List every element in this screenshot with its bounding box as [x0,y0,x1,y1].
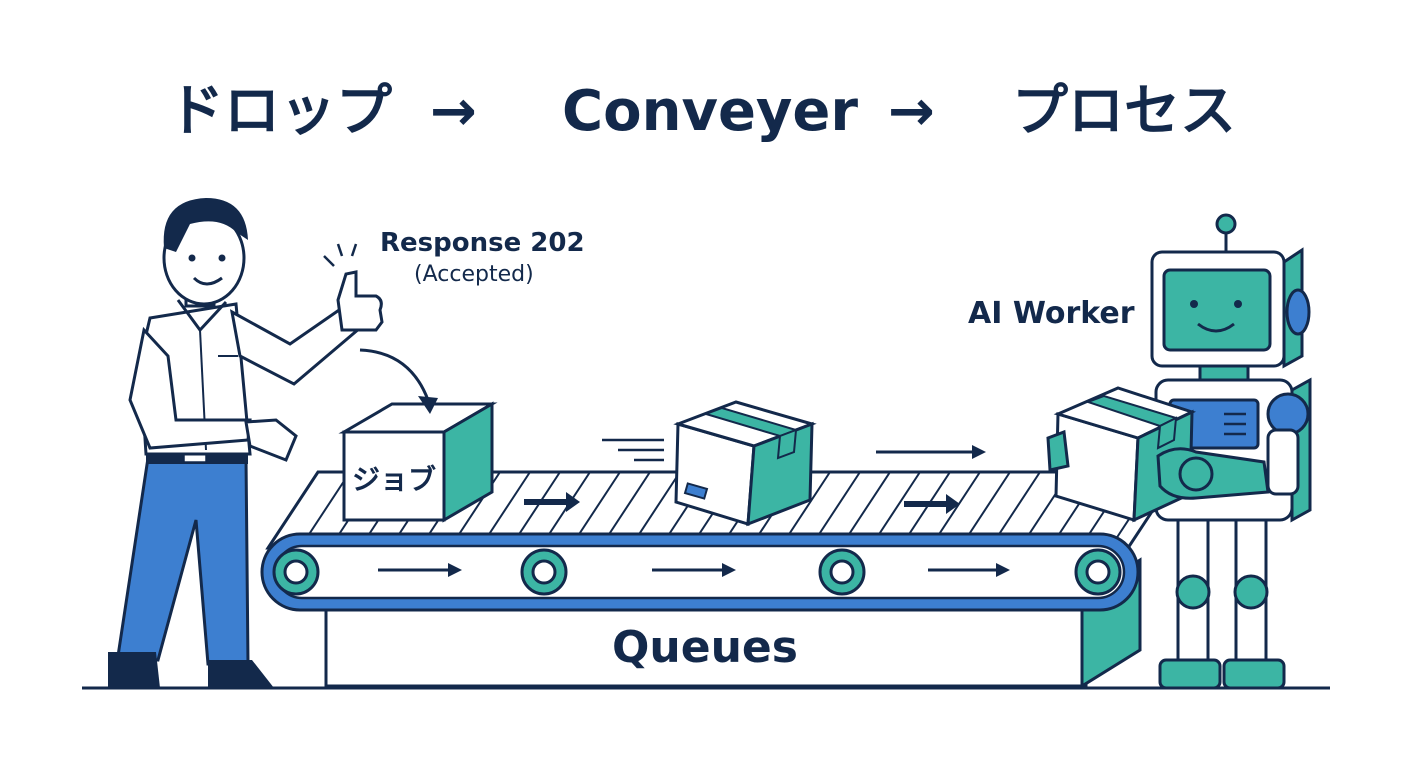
roller-4 [1074,548,1122,596]
robot-hands [1046,429,1270,500]
roller-3 [818,548,866,596]
moving-box [673,400,817,527]
title-step-conveyer: Conveyer [562,79,859,144]
title-step-drop: ドロップ [168,79,392,144]
roller-2 [520,548,568,596]
conveyor-belt-loop [260,532,1140,612]
title-row: ドロップ → Conveyer → プロセス [0,72,1408,152]
ai-worker-label: AI Worker [968,296,1135,331]
belt-top-arrows [524,492,960,514]
roller-1 [272,548,320,596]
response-label-line1: Response 202 [380,228,585,258]
response-label-line2: (Accepted) [414,262,534,287]
drop-arrow [359,348,438,414]
person [108,198,384,688]
title-step-process: プロセス [1012,79,1236,144]
title-arrow-1: → [430,79,477,144]
job-box [338,401,498,523]
conveyor-base [324,557,1142,689]
flow-arrow [876,445,986,459]
motion-lines [602,438,664,462]
title-arrow-2: → [888,79,935,144]
belt-loop-arrows [378,563,1010,577]
queues-label: Queues [612,622,798,673]
job-box-label: ジョブ [352,463,437,496]
